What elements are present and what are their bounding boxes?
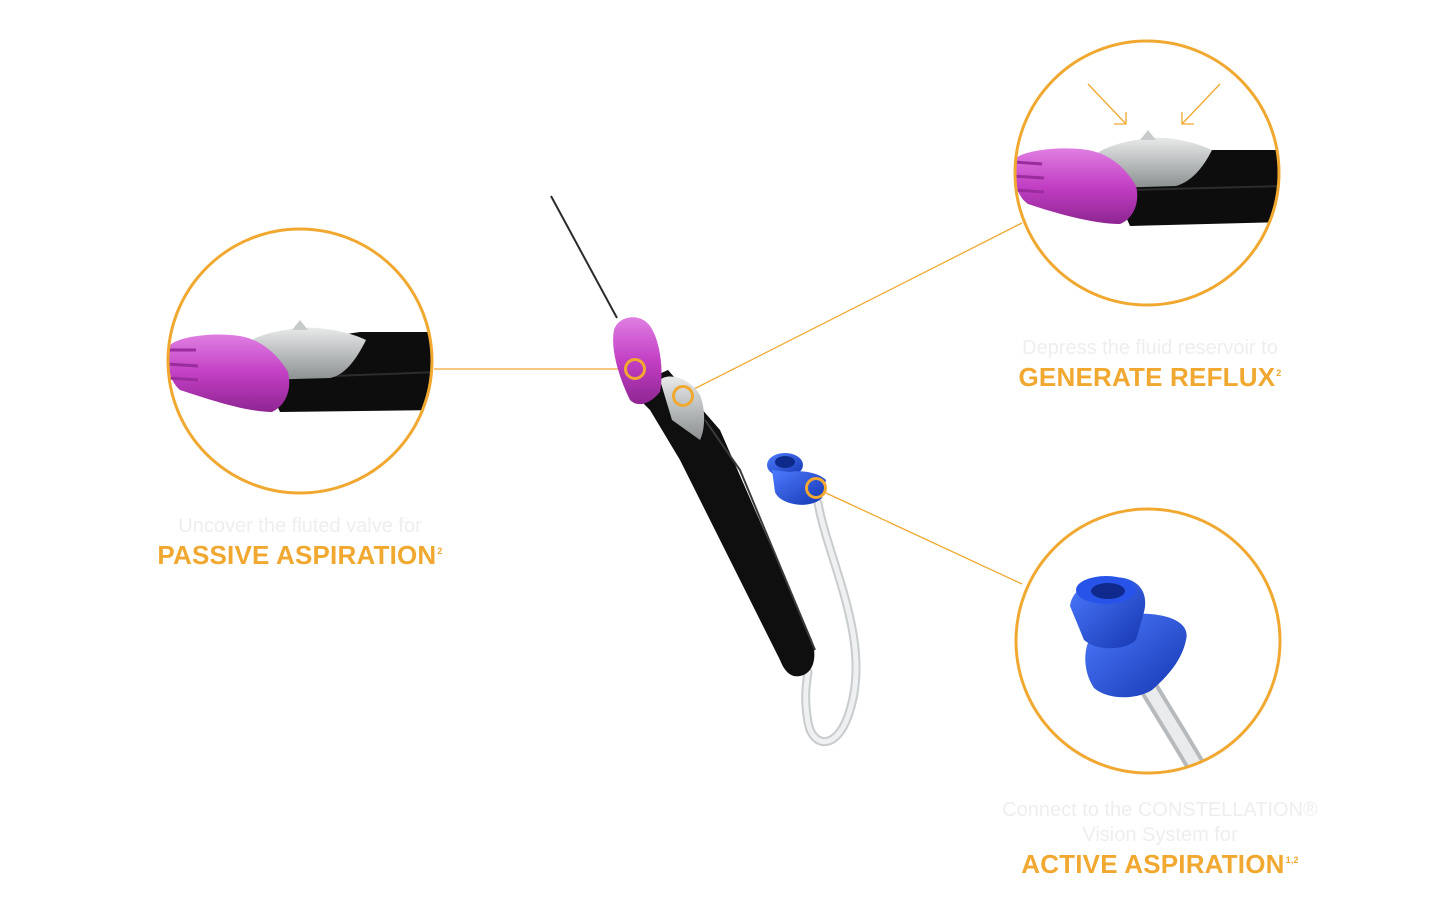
detail-circle-active — [1014, 507, 1282, 775]
leader-line-reflux — [691, 222, 1023, 391]
ring-marker-icon — [805, 477, 827, 499]
caption-reflux: Depress the fluid reservoir to GENERATE … — [950, 336, 1350, 393]
caption-active-subtitle-2: Vision System for — [1082, 824, 1238, 846]
ring-marker-icon — [672, 385, 694, 407]
handle — [628, 370, 815, 677]
detail-circle-border — [1013, 39, 1281, 307]
caption-active: Connect to the CONSTELLATION® Vision Sys… — [960, 798, 1360, 880]
needle — [550, 195, 618, 319]
footnote-ref: 2 — [437, 546, 443, 556]
caption-active-subtitle-1: Connect to the CONSTELLATION® — [1002, 799, 1318, 821]
ring-marker-icon — [624, 358, 646, 380]
vitrectomy-probe — [550, 195, 861, 746]
press-arrows-icon — [1087, 83, 1221, 125]
footnote-ref: 1,2 — [1285, 855, 1299, 865]
caption-reflux-title: GENERATE REFLUX2 — [1018, 362, 1282, 392]
footnote-ref: 2 — [1276, 368, 1282, 378]
detail-circle-reflux — [1013, 39, 1281, 307]
leader-line-active — [825, 492, 1023, 585]
detail-circle-border — [166, 227, 434, 495]
caption-passive: Uncover the fluted valve for PASSIVE ASP… — [100, 514, 500, 571]
caption-active-title: ACTIVE ASPIRATION1,2 — [1021, 849, 1299, 879]
caption-passive-subtitle: Uncover the fluted valve for — [178, 515, 422, 537]
detail-circle-border — [1014, 507, 1282, 775]
caption-reflux-subtitle: Depress the fluid reservoir to — [1022, 337, 1278, 359]
callout-leader-lines — [434, 222, 1023, 585]
detail-circle-passive — [166, 227, 434, 495]
caption-passive-title: PASSIVE ASPIRATION2 — [157, 540, 443, 570]
